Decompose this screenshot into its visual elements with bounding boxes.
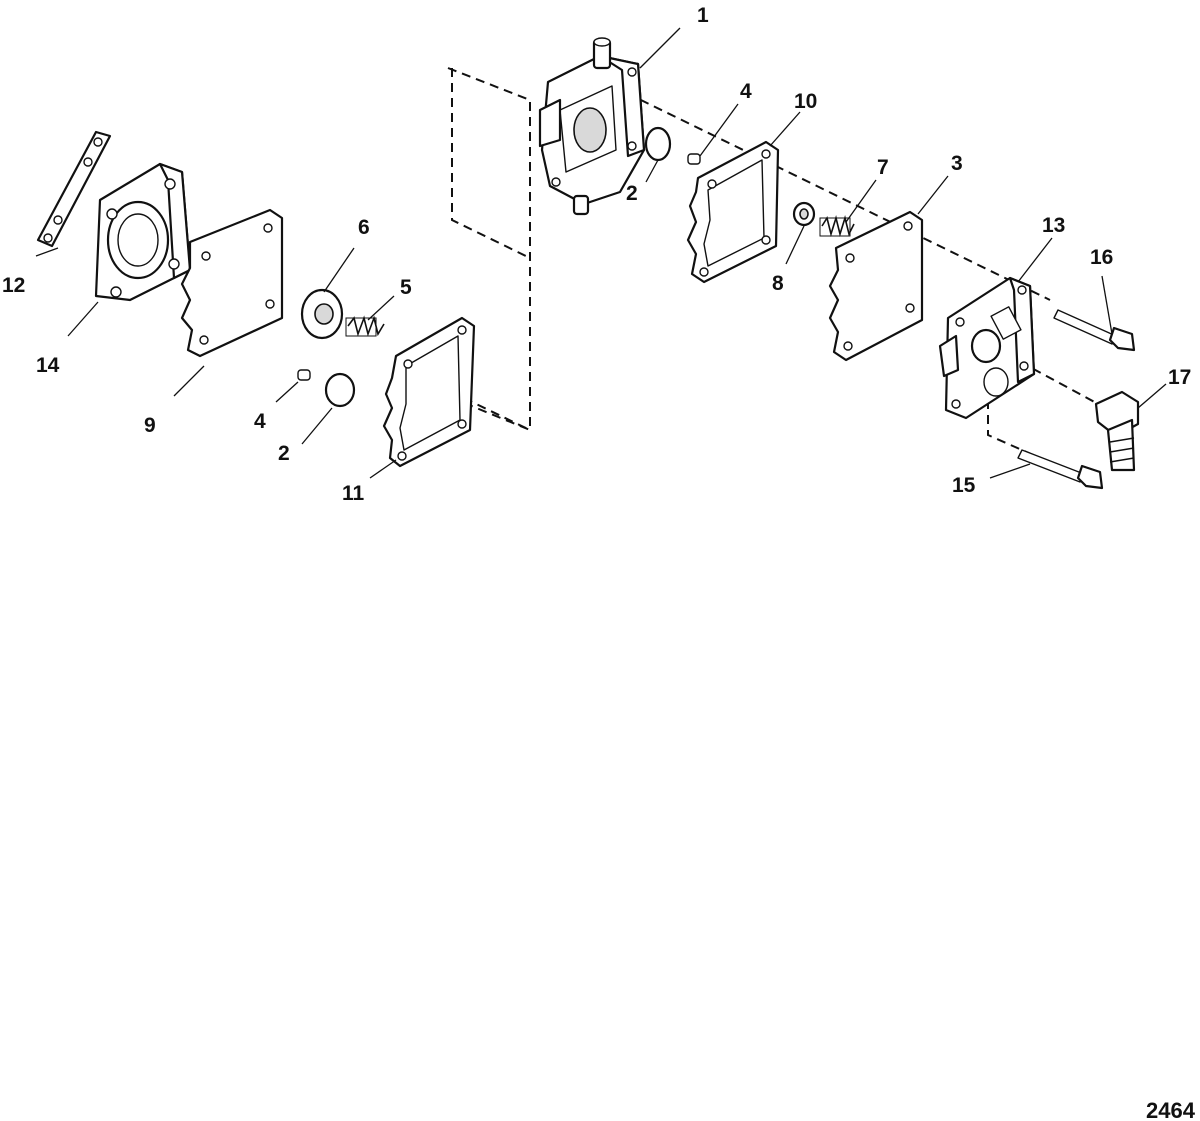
figure-reference-number: 2464 — [1146, 1098, 1196, 1121]
part-10-gasket — [686, 140, 780, 284]
callout-16: 16 — [1090, 246, 1113, 269]
callout-6: 6 — [358, 216, 370, 239]
part-9-diaphragm — [180, 208, 284, 358]
callout-13: 13 — [1042, 214, 1065, 237]
part-8-washer — [792, 201, 816, 227]
callout-4-lower: 4 — [254, 410, 266, 433]
callout-17: 17 — [1168, 366, 1191, 389]
callout-7: 7 — [877, 156, 889, 179]
callout-1: 1 — [697, 4, 709, 27]
part-4-rivet-lower — [297, 369, 311, 381]
callout-3: 3 — [951, 152, 963, 175]
callout-2-lower: 2 — [278, 442, 290, 465]
part-12-strip — [36, 130, 112, 248]
part-1-pump-body — [538, 37, 646, 216]
part-14-cover — [94, 162, 192, 302]
callout-14: 14 — [36, 354, 60, 377]
part-2-disc-lower — [324, 372, 356, 408]
part-17-elbow-fitting — [1094, 390, 1140, 472]
part-2-disc-upper — [644, 126, 672, 162]
callout-15: 15 — [952, 474, 976, 497]
part-15-bolt — [1017, 449, 1104, 490]
part-5-spring — [345, 315, 385, 337]
part-4-rivet-upper — [687, 153, 701, 165]
part-7-spring — [819, 215, 855, 237]
part-3-diaphragm — [828, 210, 924, 362]
part-11-gasket — [382, 316, 476, 468]
part-16-bolt — [1053, 309, 1136, 352]
part-6-check-disc — [300, 288, 344, 340]
callout-11: 11 — [342, 482, 365, 505]
part-13-outlet-cover — [938, 276, 1036, 420]
callout-labels: 1 2 4 10 7 3 8 13 16 17 15 12 14 9 6 5 4… — [2, 4, 1191, 505]
callout-10: 10 — [794, 90, 817, 113]
callout-5: 5 — [400, 276, 412, 299]
callout-2-upper: 2 — [626, 182, 638, 205]
leader-lines — [35, 27, 1167, 479]
callout-9: 9 — [144, 414, 156, 437]
callout-4-upper: 4 — [740, 80, 752, 103]
callout-12: 12 — [2, 274, 25, 297]
callout-8: 8 — [772, 272, 784, 295]
